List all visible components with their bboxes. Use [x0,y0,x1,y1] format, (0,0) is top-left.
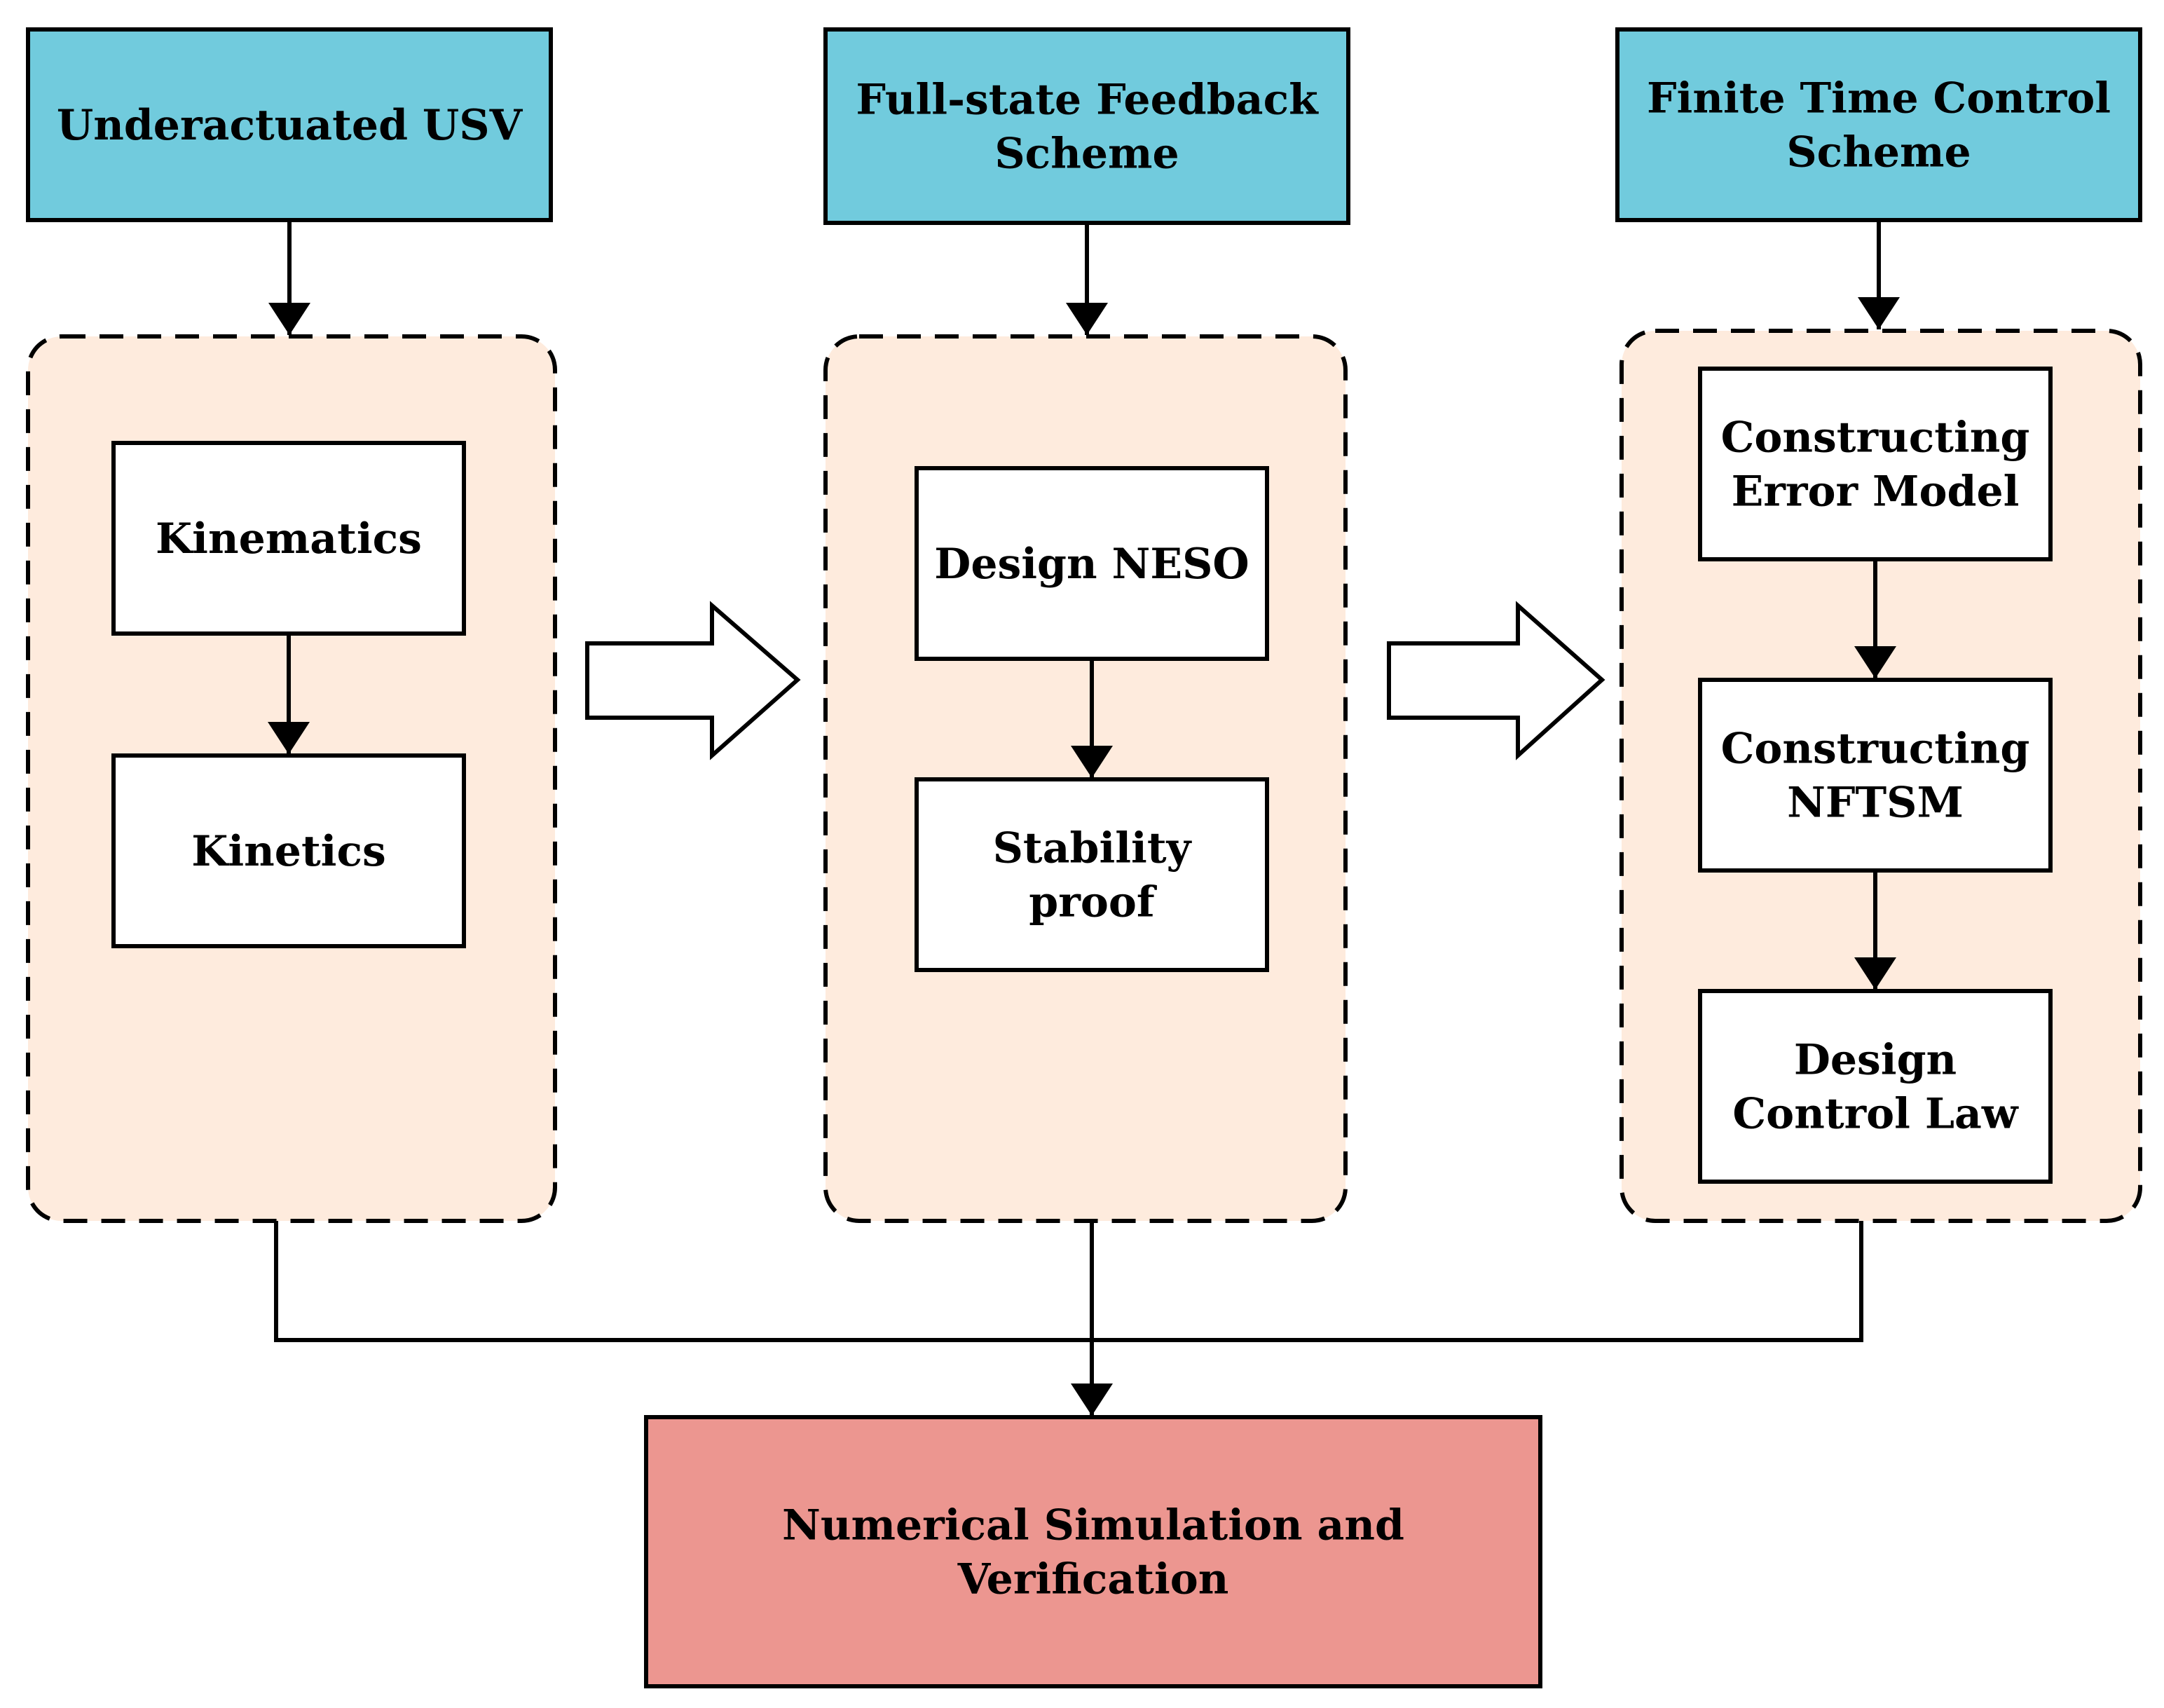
kinematics-label: Kinematics [156,514,422,563]
control-law-box [1698,989,2053,1184]
stability-proof-box [915,777,1269,972]
nftsm-box [1698,678,2053,873]
header-feedback-label-line-1: Full-state Feedback [856,76,1319,125]
stability-proof-label-line-1: Stability [993,824,1193,873]
nftsm-label-line-2: NFTSM [1787,778,1964,827]
kinetics-label-line-1: Kinetics [191,827,386,876]
kinetics-box [111,753,466,948]
error-model-label-line-2: Error Model [1732,467,2020,516]
header-feedback-box [823,27,1350,225]
header-feedback-label-line-2: Scheme [994,129,1179,178]
design-neso-label: Design NESO [934,540,1249,589]
control-law-label-line-1: Design [1794,1036,1957,1085]
block-arrow-observer-to-control [1387,601,1605,760]
design-neso-label-line-1: Design NESO [934,540,1249,589]
error-model-label-line-1: Constructing [1721,414,2030,463]
header-usv-label: Underactuated USV [57,101,523,150]
header-finite-time-box [1615,27,2142,222]
kinetics-label: Kinetics [191,827,386,876]
kinematics-box [111,441,466,636]
header-finite-time-label-line-1: Finite Time Control [1647,74,2111,123]
block-arrow-model-to-observer [585,601,801,760]
kinematics-label-line-1: Kinematics [156,514,422,563]
connector-model-to-result [274,1221,1092,1342]
nftsm-label-line-1: Constructing [1721,725,2030,774]
connector-control-to-result [1092,1221,1863,1342]
error-model-box [1698,367,2053,561]
header-finite-time-label-line-2: Scheme [1786,128,1971,177]
control-law-label-line-2: Control Law [1732,1089,2018,1138]
stability-proof-label-line-2: proof [1029,877,1158,927]
header-usv-box [26,27,553,222]
result-label-line-1: Numerical Simulation and [782,1501,1404,1550]
header-usv-label-line-1: Underactuated USV [57,101,523,150]
result-label-line-2: Verification [957,1555,1229,1604]
result-box [644,1415,1542,1688]
